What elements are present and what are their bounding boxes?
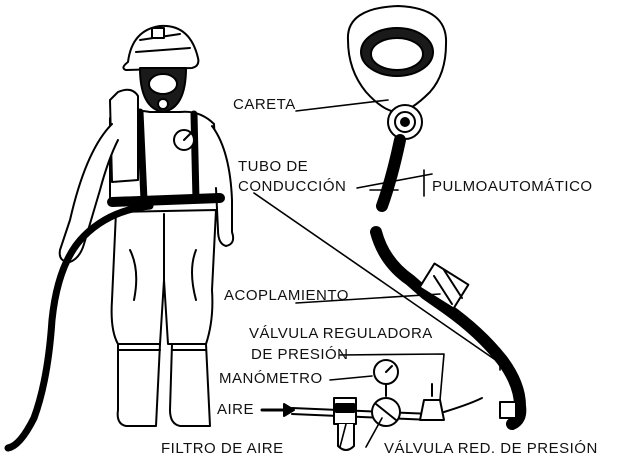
coupling-drawing (418, 262, 470, 310)
leader-lines (253, 99, 511, 448)
label-valvula-red-presion: VÁLVULA RED. DE PRESIÓN (384, 440, 598, 457)
label-filtro-de-aire: FILTRO DE AIRE (161, 440, 284, 457)
hanging-hose (4, 202, 154, 452)
breathing-hose (376, 134, 406, 212)
label-tubo-line2: CONDUCCIÓN (238, 178, 347, 195)
label-acoplamiento: ACOPLAMIENTO (224, 287, 349, 304)
air-supply-assembly (291, 359, 483, 451)
label-pulmoautomatico: PULMOAUTOMÁTICO (432, 178, 593, 195)
mask-drawing (346, 5, 448, 140)
label-valvula-reguladora-line1: VÁLVULA REGULADORA (249, 325, 433, 342)
label-tubo-line1: TUBO DE (238, 158, 309, 175)
label-aire: AIRE (217, 401, 255, 418)
label-valvula-reguladora-line2: DE PRESIÓN (251, 346, 349, 363)
firefighter-figure (58, 24, 235, 427)
label-careta: CARETA (233, 96, 296, 113)
label-manometro: MANÓMETRO (219, 370, 323, 387)
pipe-end (499, 401, 517, 419)
